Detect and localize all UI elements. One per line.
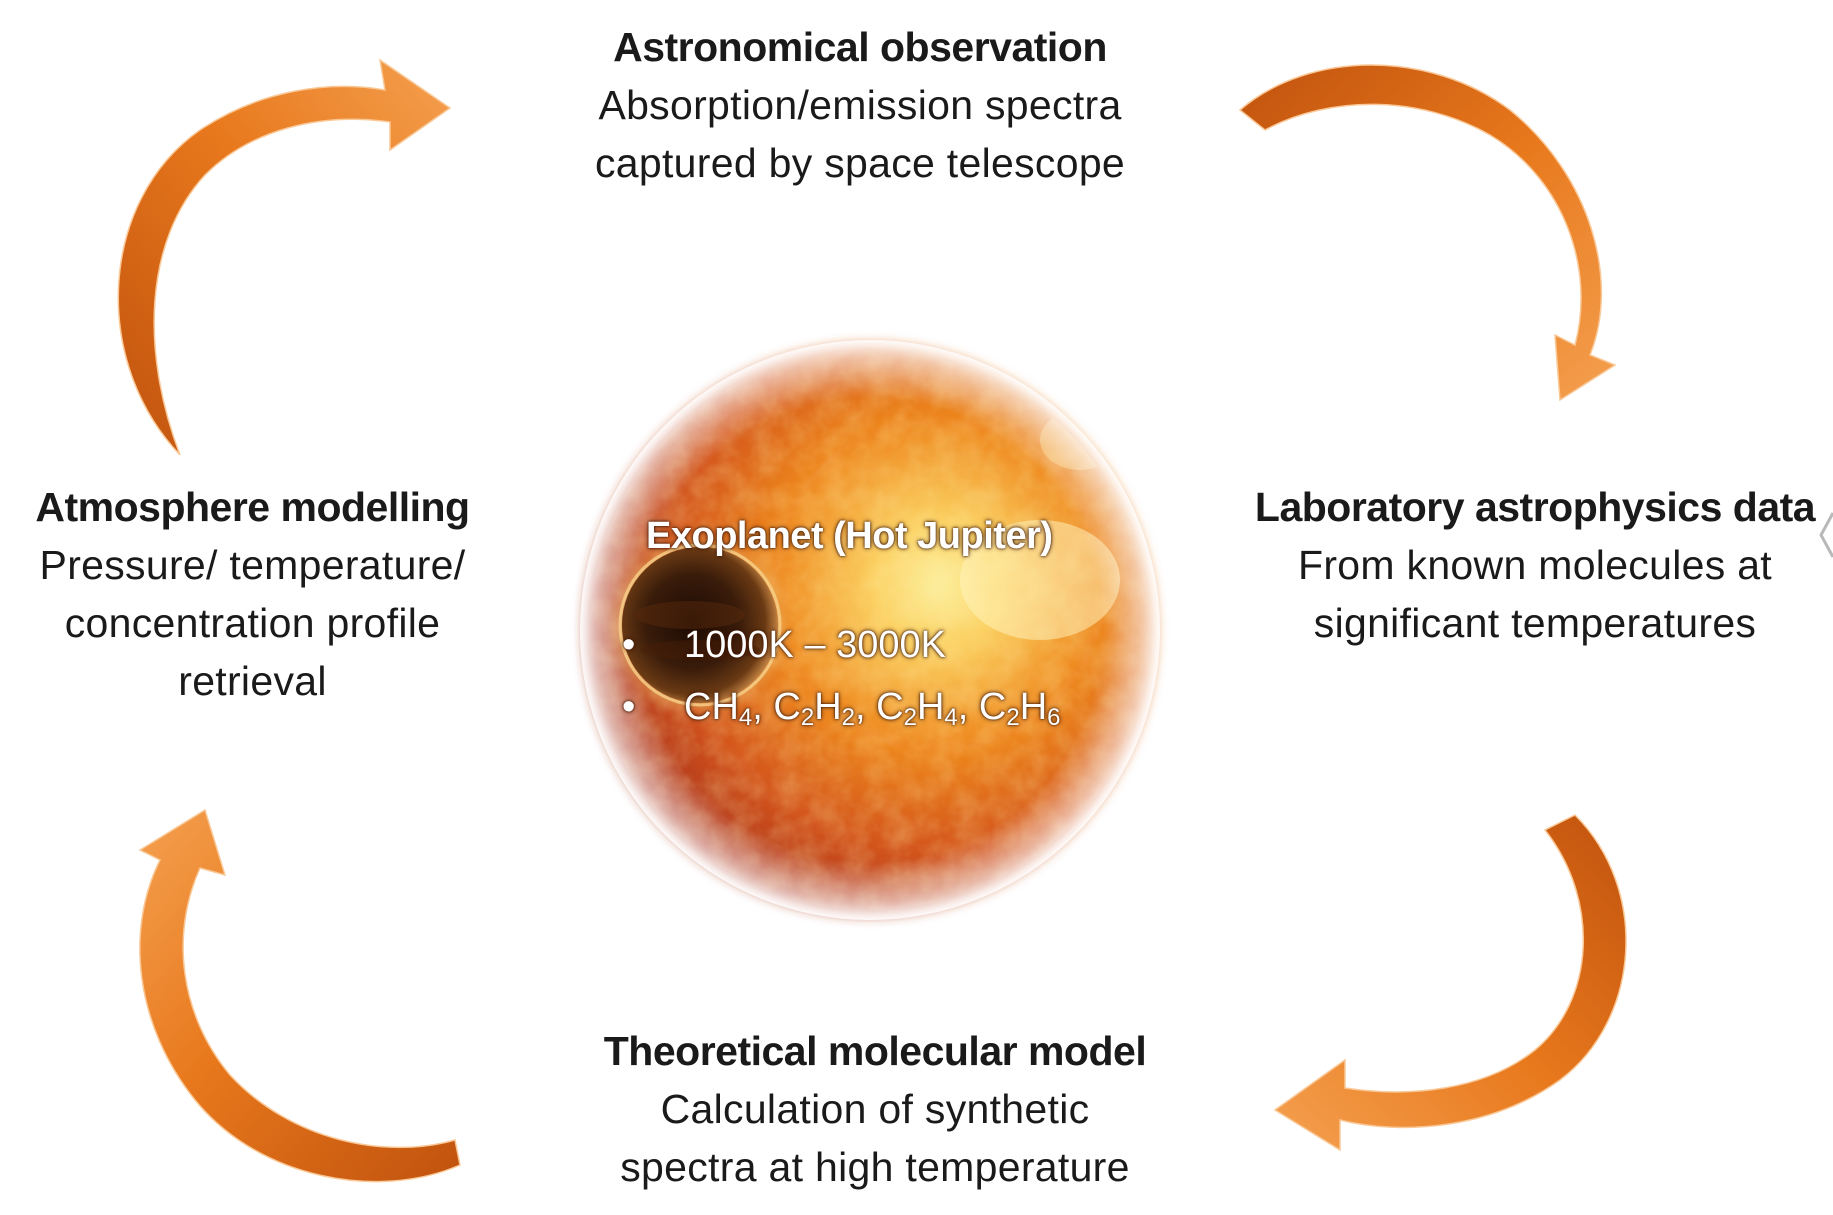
- molecule-formula: CH4,: [684, 686, 774, 731]
- exoplanet-title: Exoplanet (Hot Jupiter): [646, 515, 1053, 557]
- temperature-range: 1000K – 3000K: [684, 624, 947, 666]
- step-title: Theoretical molecular model: [603, 1028, 1147, 1074]
- step-astronomical-observation: Astronomical observation Absorption/emis…: [540, 18, 1180, 192]
- bullet-icon: •: [622, 686, 636, 728]
- curved-arrow-icon: [1238, 64, 1617, 402]
- molecules-bullet: • CH4, C2H2, C2H4, C2H6: [600, 678, 1160, 736]
- step-theoretical-molecular-model: Theoretical molecular model Calculation …: [540, 1022, 1210, 1196]
- molecule-formula: C2H2,: [773, 686, 877, 731]
- molecule-formula: C2H6: [978, 686, 1061, 731]
- molecule-formula: C2H4,: [876, 686, 979, 731]
- planet-image: [615, 540, 785, 710]
- step-description-line: concentration profile: [64, 600, 441, 646]
- step-title: Laboratory astrophysics data: [1254, 484, 1816, 530]
- molecules-list: CH4, C2H2, C2H4, C2H6: [684, 686, 1061, 731]
- curved-arrow-icon: [1273, 814, 1627, 1152]
- curved-arrow-icon: [117, 58, 452, 456]
- step-description-line: spectra at high temperature: [620, 1144, 1130, 1190]
- step-laboratory-astrophysics-data: Laboratory astrophysics data From known …: [1235, 478, 1833, 652]
- step-description-line: Absorption/emission spectra: [598, 82, 1122, 128]
- step-description-line: Calculation of synthetic: [660, 1086, 1090, 1132]
- step-description-line: significant temperatures: [1313, 600, 1757, 646]
- exoplanet-info: Exoplanet (Hot Jupiter) • 1000K – 3000K …: [600, 515, 1160, 736]
- chevron-left-icon[interactable]: [1817, 505, 1833, 565]
- step-title: Astronomical observation: [613, 24, 1107, 70]
- step-title: Atmosphere modelling: [35, 484, 470, 530]
- bullet-icon: •: [622, 624, 636, 666]
- step-description-line: captured by space telescope: [594, 140, 1126, 186]
- step-description-line: retrieval: [178, 658, 327, 704]
- step-atmosphere-modelling: Atmosphere modelling Pressure/ temperatu…: [0, 478, 505, 710]
- curved-arrow-icon: [138, 808, 461, 1183]
- temperature-bullet: • 1000K – 3000K: [600, 616, 1160, 674]
- step-description-line: Pressure/ temperature/: [39, 542, 466, 588]
- step-description-line: From known molecules at: [1297, 542, 1772, 588]
